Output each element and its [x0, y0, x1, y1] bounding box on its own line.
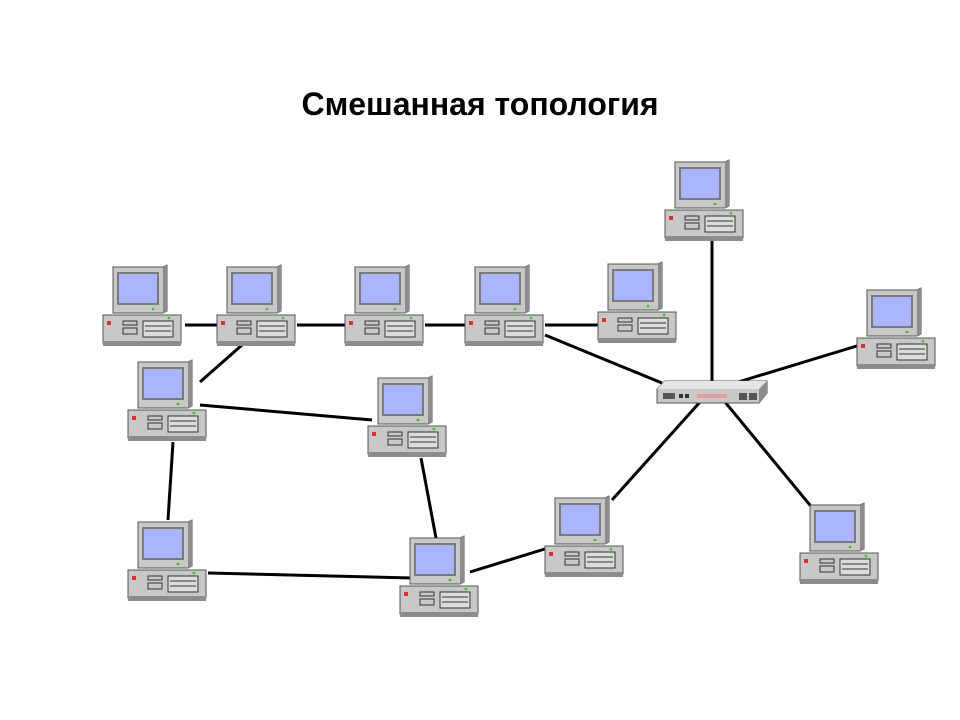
nodes-layer [102, 159, 936, 618]
link-pc-top-4-to-hub [544, 333, 663, 385]
pc-top-5-computer-icon [597, 261, 677, 344]
pc-top-2-computer-icon [216, 264, 296, 347]
pc-ring-right-bottom-computer-icon [399, 535, 479, 618]
link-pc-ring-left-bottom-to-pc-ring-left-top [166, 441, 175, 521]
link-pc-star-right-to-hub [734, 343, 861, 385]
link-pc-ring-right-bottom-to-pc-star-bottom-left [469, 546, 549, 574]
slide-title: Смешанная топология [301, 86, 659, 122]
pc-star-top-computer-icon [664, 159, 744, 242]
link-pc-ring-right-top-to-pc-ring-right-bottom [419, 457, 438, 539]
pc-star-right-computer-icon [856, 287, 936, 370]
pc-top-4-computer-icon [464, 264, 544, 347]
pc-ring-right-top-computer-icon [367, 375, 447, 458]
link-pc-ring-right-bottom-to-pc-ring-left-bottom [207, 571, 413, 580]
pc-star-bottom-right-computer-icon [799, 502, 879, 585]
pc-ring-left-top-computer-icon [127, 359, 207, 442]
link-pc-top-2-to-pc-ring-left-top [199, 343, 243, 384]
links-layer [166, 241, 861, 580]
pc-top-3-computer-icon [344, 264, 424, 347]
link-pc-ring-left-top-to-pc-ring-right-top [199, 403, 373, 422]
pc-top-1-computer-icon [102, 264, 182, 347]
pc-star-bottom-left-computer-icon [544, 495, 624, 578]
hub-hub-icon [656, 380, 768, 404]
pc-ring-left-bottom-computer-icon [127, 519, 207, 602]
link-pc-star-bottom-right-to-hub [723, 401, 816, 511]
link-pc-star-bottom-left-to-hub [610, 400, 702, 502]
